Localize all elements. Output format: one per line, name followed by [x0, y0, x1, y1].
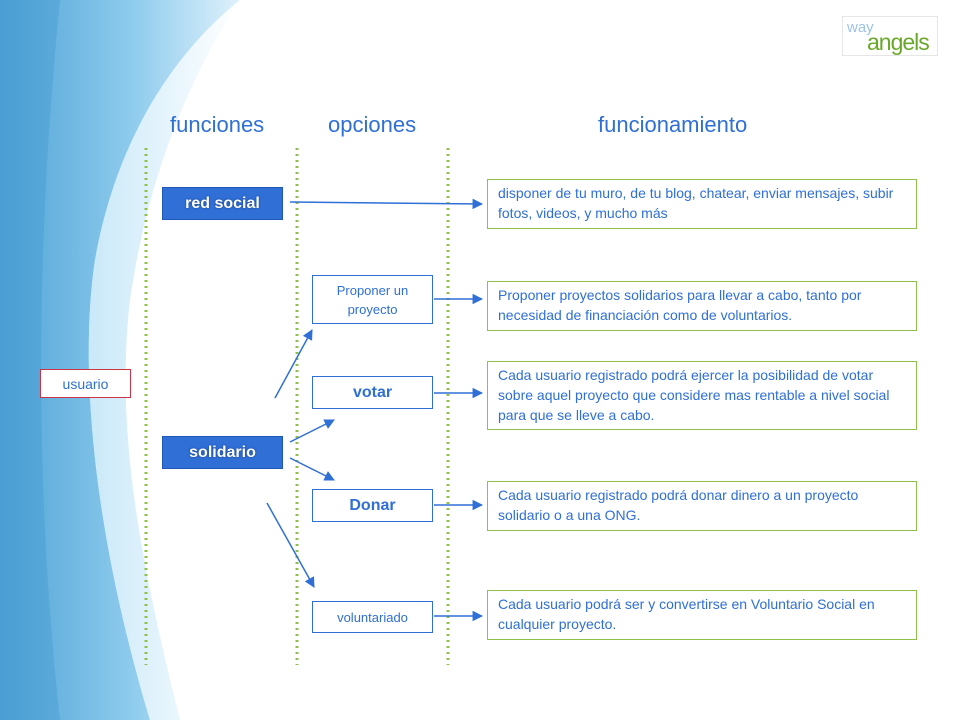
header-opciones: opciones — [328, 112, 417, 137]
desc-red-social: disponer de tu muro, de tu blog, chatear… — [487, 179, 917, 229]
option-donar: Donar — [312, 489, 433, 522]
function-red-social: red social — [162, 187, 283, 220]
desc-voluntariado: Cada usuario podrá ser y convertirse en … — [487, 590, 917, 640]
desc-proponer: Proponer proyectos solidarios para lleva… — [487, 281, 917, 331]
logo-way-text: way — [847, 19, 874, 36]
option-voluntariado: voluntariado — [312, 601, 433, 633]
usuario-box: usuario — [40, 369, 131, 398]
option-proponer: Proponer un proyecto — [312, 275, 433, 324]
logo-angels-text: angels — [867, 29, 930, 55]
header-funciones: funciones — [170, 112, 265, 137]
wayangels-logo: way angels — [842, 16, 938, 56]
desc-donar: Cada usuario registrado podrá donar dine… — [487, 481, 917, 531]
desc-votar: Cada usuario registrado podrá ejercer la… — [487, 361, 917, 430]
option-votar: votar — [312, 376, 433, 409]
function-solidario: solidario — [162, 436, 283, 469]
header-funcionamiento: funcionamiento — [598, 112, 748, 137]
